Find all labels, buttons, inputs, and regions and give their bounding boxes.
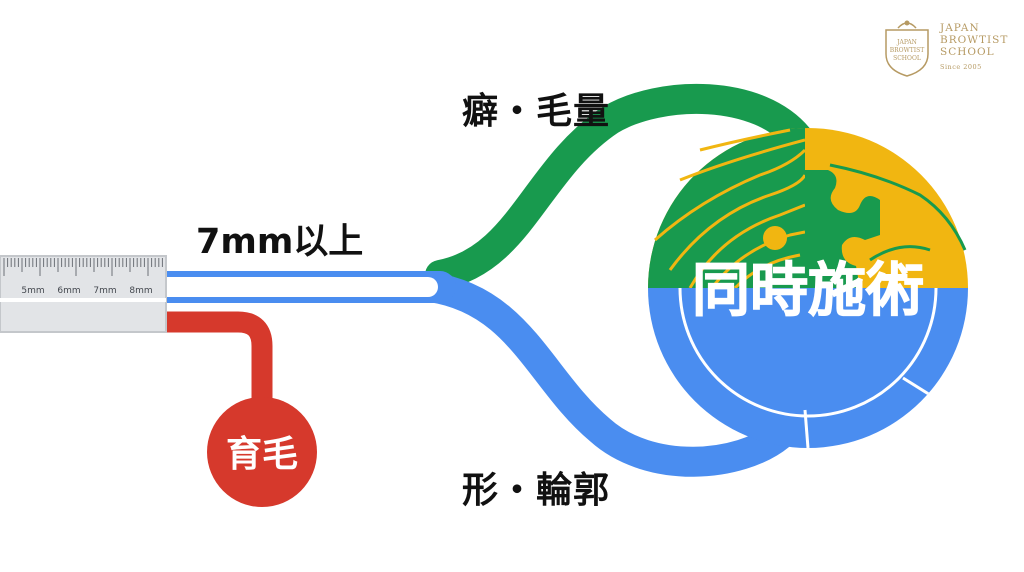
- logo-line-3: SCHOOL: [940, 46, 995, 58]
- treatment-circle: [648, 128, 968, 448]
- crest-icon: JAPAN BROWTIST SCHOOL: [885, 20, 929, 77]
- ruler-tick-label: 8mm: [129, 286, 152, 296]
- branch-top-label: 癖・毛量: [462, 91, 611, 132]
- ruler-tick-label: 5mm: [21, 286, 44, 296]
- green-branch-line: [425, 83, 815, 290]
- branch-bottom-label: 形・輪郭: [462, 470, 611, 511]
- circle-label: 同時施術: [692, 256, 924, 324]
- red-circle-label: 育毛: [226, 434, 298, 475]
- ruler-tick-label: 7mm: [93, 286, 116, 296]
- red-circle: [207, 397, 317, 507]
- ruler-tick-label: 6mm: [57, 286, 80, 296]
- red-branch-line: [166, 311, 273, 400]
- logo-line-2: BROWTIST: [940, 34, 1009, 46]
- logo-line-1: JAPAN: [940, 22, 980, 34]
- svg-text:SCHOOL: SCHOOL: [893, 55, 921, 62]
- ruler: 5mm 6mm 7mm 8mm: [0, 255, 167, 333]
- blue-branch-line: [415, 272, 795, 477]
- school-logo: JAPAN BROWTIST SCHOOL JAPAN BROWTIST SCH…: [878, 16, 1018, 80]
- svg-text:BROWTIST: BROWTIST: [890, 47, 925, 54]
- logo-text: JAPAN BROWTIST SCHOOL Since 2005: [940, 22, 1008, 73]
- wood-grain-pattern: [654, 128, 805, 288]
- logo-since: Since 2005: [940, 63, 982, 71]
- branch-middle-label: 7mm以上: [196, 222, 364, 262]
- svg-text:JAPAN: JAPAN: [896, 39, 917, 46]
